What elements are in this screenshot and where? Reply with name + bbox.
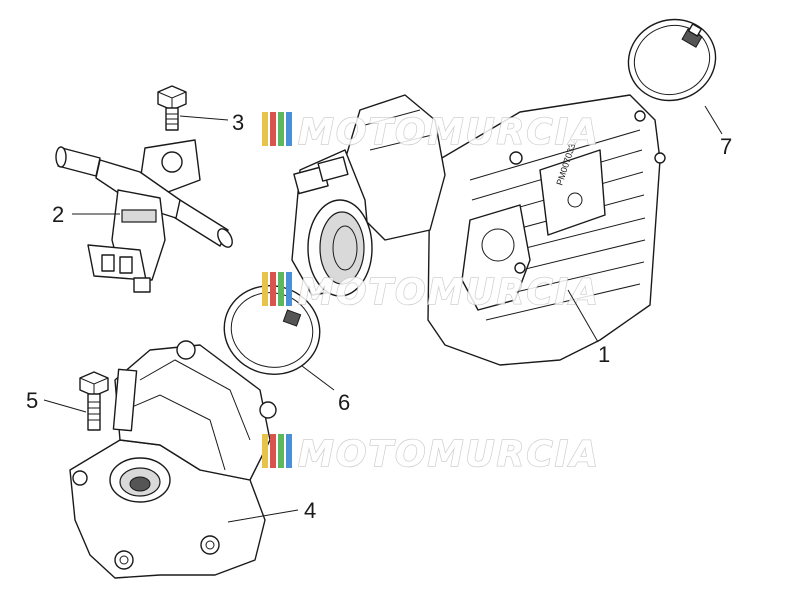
watermark-text: MOTOMURCIA (298, 272, 600, 313)
leader-line-1 (567, 289, 599, 343)
leader-line-7 (704, 105, 723, 135)
watermark-stripe-blue (286, 272, 292, 306)
leader-line-6 (301, 365, 335, 391)
callout-5: 5 (26, 388, 38, 413)
callout-1: 1 (598, 342, 610, 367)
callout-6: 6 (338, 390, 350, 415)
watermark-middle: MOTOMURCIA (262, 271, 600, 314)
watermark-bottom: MOTOMURCIA (262, 433, 600, 476)
watermark-text: MOTOMURCIA (298, 112, 600, 153)
watermark-stripe-green (278, 434, 284, 468)
leader-line-5 (43, 399, 87, 413)
callout-2: 2 (52, 202, 64, 227)
intake-manifold (69, 340, 277, 579)
fuel-injector-assembly (55, 139, 233, 293)
watermark-top: MOTOMURCIA (262, 111, 600, 154)
watermark-stripe-blue (286, 434, 292, 468)
watermark-stripe-red (270, 112, 276, 146)
watermark-stripe-red (270, 434, 276, 468)
watermark-text: MOTOMURCIA (298, 434, 600, 475)
watermark-stripe-green (278, 272, 284, 306)
hose-clamp-large (627, 18, 717, 102)
leader-line-4 (227, 509, 299, 523)
bolt-lower (79, 371, 109, 431)
callout-3: 3 (232, 110, 244, 135)
throttle-body (291, 94, 666, 366)
watermark-stripe-yellow (262, 112, 268, 146)
leader-line-3 (179, 115, 229, 121)
watermark-stripe-red (270, 272, 276, 306)
callout-4: 4 (304, 498, 316, 523)
watermark-stripe-yellow (262, 272, 268, 306)
callout-7: 7 (720, 134, 732, 159)
bolt-upper (157, 85, 187, 131)
watermark-stripe-green (278, 112, 284, 146)
watermark-stripe-blue (286, 112, 292, 146)
watermark-stripe-yellow (262, 434, 268, 468)
